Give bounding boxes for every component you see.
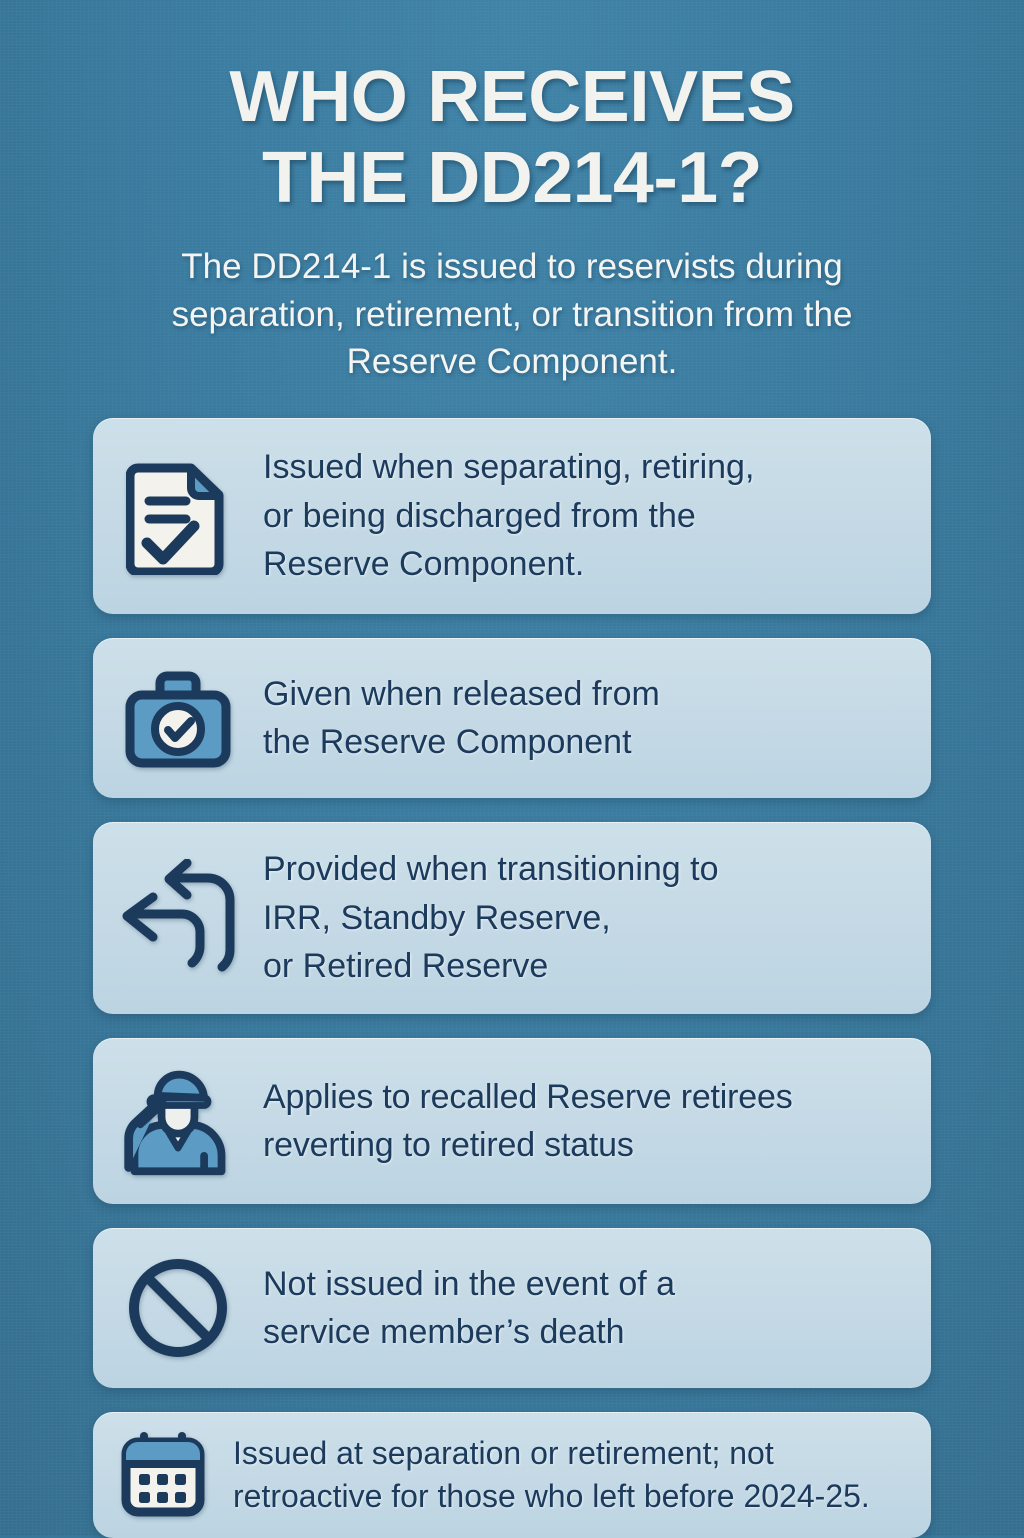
fact-card-line: Issued when separating, retiring, [263,448,755,487]
document-check-icon [119,457,237,575]
fact-card-not-issued-on-death: Not issued in the event of a service mem… [93,1227,931,1388]
fact-card-list: Issued when separating, retiring, or bei… [0,417,1024,1538]
fact-card-line: IRR, Standby Reserve, [263,898,611,937]
briefcase-check-icon [119,659,237,777]
fact-card-transitioning-to-irr: Provided when transitioning to IRR, Stan… [93,821,931,1014]
return-arrows-icon [119,858,237,977]
fact-card-line: retroactive for those who left before 20… [233,1477,870,1514]
prohibition-icon [119,1249,237,1367]
fact-card-line: or being discharged from the [263,496,696,535]
fact-card-text: Given when released from the Reserve Com… [263,670,660,767]
fact-card-given-when-released: Given when released from the Reserve Com… [93,637,931,798]
fact-card-text: Provided when transitioning to IRR, Stan… [263,845,719,990]
fact-card-line: or Retired Reserve [263,947,549,985]
page-subtitle: The DD214-1 is issued to reservists duri… [112,243,912,386]
page-subtitle-line-2: separation, retirement, or transition fr… [171,294,853,334]
page-subtitle-line-3: Reserve Component. [346,342,678,382]
fact-card-line: Provided when transitioning to [263,850,719,889]
fact-card-text: Issued when separating, retiring, or bei… [263,443,754,588]
fact-card-issued-when-separating: Issued when separating, retiring, or bei… [93,417,931,614]
fact-card-line: Applies to recalled Reserve retirees [263,1077,793,1116]
calendar-icon [119,1431,207,1519]
page-title-line-1: WHO RECEIVES [229,57,795,137]
fact-card-text: Applies to recalled Reserve retirees rev… [263,1073,793,1170]
page-title-line-2: THE DD214-1? [262,137,762,218]
page-title: WHO RECEIVES THE DD214-1? [71,57,952,218]
fact-card-line: Issued at separation or retirement; not [233,1435,774,1471]
header: WHO RECEIVES THE DD214-1? The DD214-1 is… [0,0,1024,386]
fact-card-text: Not issued in the event of a service mem… [263,1260,675,1357]
fact-card-text: Issued at separation or retirement; not … [233,1432,870,1518]
fact-card-line: service member’s death [263,1312,625,1351]
fact-card-line: Reserve Component. [263,545,585,583]
fact-card-line: Given when released from [263,674,660,713]
page-subtitle-line-1: The DD214-1 is issued to reservists duri… [181,247,843,287]
fact-card-line: reverting to retired status [263,1125,634,1164]
fact-card-recalled-retirees: Applies to recalled Reserve retirees rev… [93,1037,931,1204]
fact-card-not-retroactive: Issued at separation or retirement; not … [93,1411,931,1538]
fact-card-line: the Reserve Component [263,722,632,761]
fact-card-line: Not issued in the event of a [263,1264,676,1303]
saluting-soldier-icon [119,1062,237,1180]
